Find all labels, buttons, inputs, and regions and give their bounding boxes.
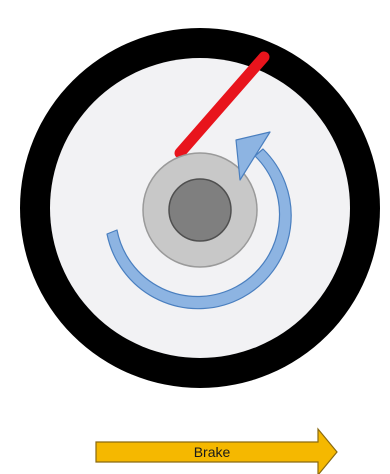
hub-inner — [169, 179, 231, 241]
brake-direction-arrow: Brake — [96, 429, 337, 474]
brake-label: Brake — [194, 444, 231, 460]
